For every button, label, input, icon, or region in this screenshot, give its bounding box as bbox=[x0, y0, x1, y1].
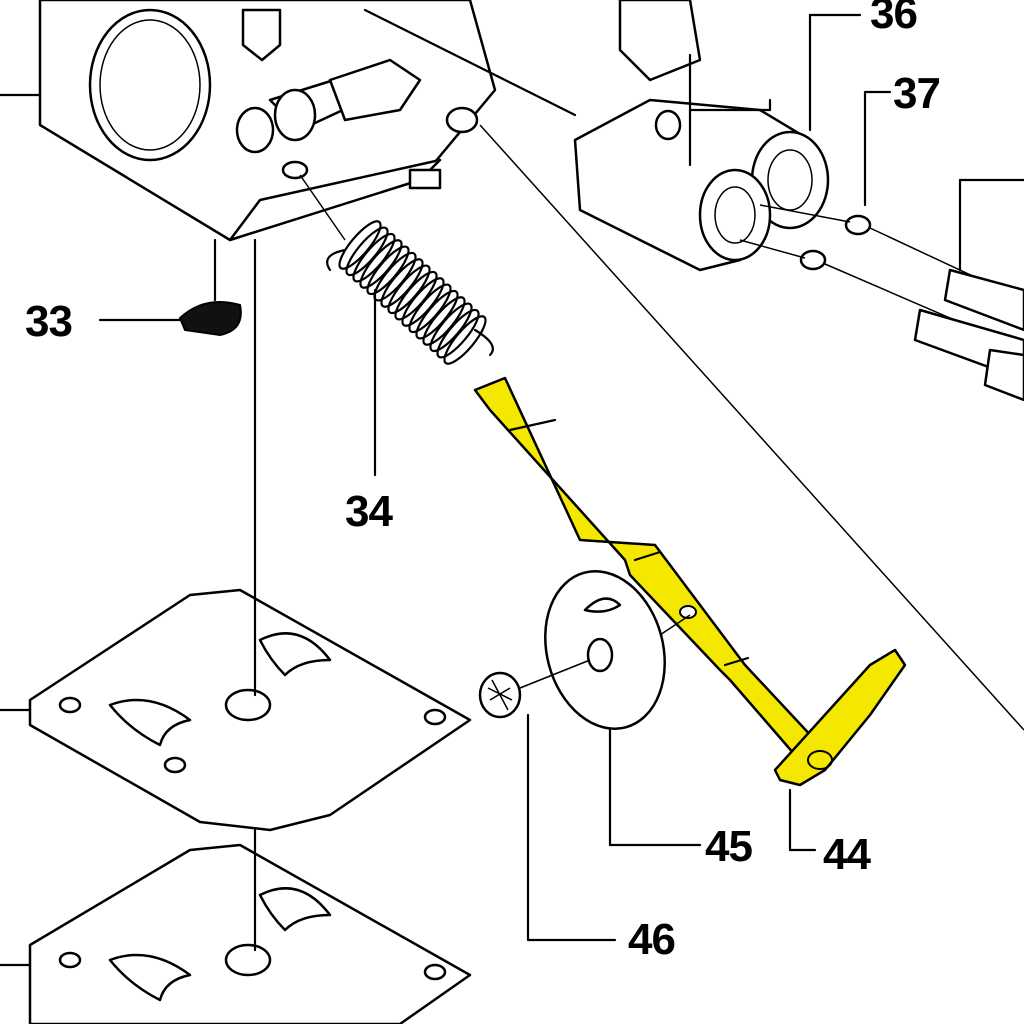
part-44-throttle-shaft bbox=[473, 376, 907, 852]
part-45-throttle-plate bbox=[514, 570, 702, 847]
callout-33: 33 bbox=[25, 297, 73, 346]
needles-assembly bbox=[739, 178, 1024, 402]
callout-44: 44 bbox=[823, 830, 871, 879]
callout-46: 46 bbox=[628, 915, 676, 964]
part-46-screw bbox=[478, 671, 617, 942]
callout-34: 34 bbox=[345, 487, 393, 536]
callout-45: 45 bbox=[705, 822, 753, 871]
spring-coil bbox=[436, 308, 480, 359]
gasket-upper bbox=[0, 238, 472, 832]
spring-coil bbox=[443, 315, 487, 365]
callout-36: 36 bbox=[870, 0, 918, 38]
callout-37: 37 bbox=[893, 69, 941, 118]
gasket-lower bbox=[0, 828, 472, 1024]
carburetor-body bbox=[0, 0, 1024, 731]
part-34-spring bbox=[299, 174, 494, 477]
part-33-screen bbox=[98, 238, 242, 337]
pump-housing bbox=[573, 0, 830, 272]
